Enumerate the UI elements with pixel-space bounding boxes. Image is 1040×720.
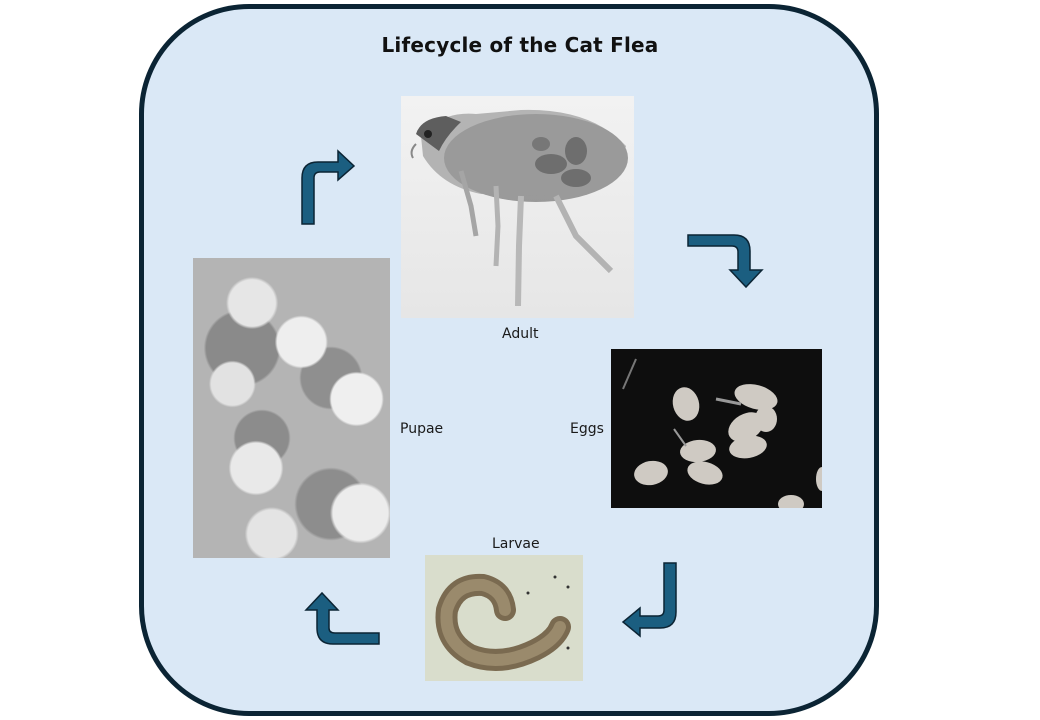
flea-icon [410, 109, 628, 307]
arrow-eggs-to-larvae-icon [621, 562, 677, 638]
stage-label-eggs: Eggs [570, 421, 604, 437]
arrow-adult-to-eggs-icon [687, 234, 764, 289]
eggs-image [611, 349, 822, 508]
larvae-image [425, 555, 583, 681]
pupae-image [193, 258, 390, 558]
arrow-pupae-to-adult-icon [301, 149, 356, 225]
stage-label-larvae: Larvae [492, 536, 540, 552]
eggs-icon [622, 358, 822, 508]
stage-label-adult: Adult [502, 326, 539, 342]
stage-label-pupae: Pupae [400, 421, 444, 437]
larva-icon [435, 573, 571, 671]
arrow-larvae-to-pupae-icon [304, 591, 380, 645]
adult-flea-image [401, 96, 634, 318]
diagram-title: Lifecycle of the Cat Flea [381, 33, 659, 57]
